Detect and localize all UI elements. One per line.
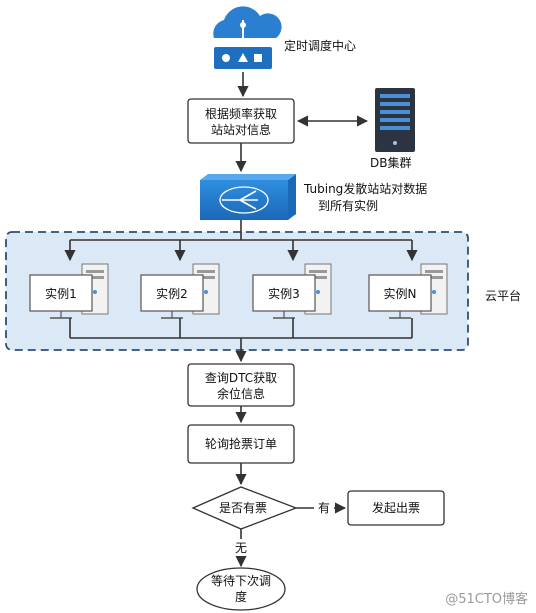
instance-n-label: 实例N (384, 286, 417, 301)
fetch-station-pairs-line2: 站站对信息 (211, 122, 271, 137)
instance-3: 实例3 (252, 263, 332, 319)
cloud-scheduler-icon (213, 6, 282, 69)
scheduler-label: 定时调度中心 (284, 38, 356, 53)
tubing-switch-icon (200, 174, 296, 220)
db-cluster-label: DB集群 (370, 155, 411, 170)
wait-next-line2: 度 (235, 589, 247, 604)
issue-ticket-label: 发起出票 (372, 500, 420, 515)
fetch-station-pairs-line1: 根据频率获取 (205, 106, 277, 121)
cloud-platform-group (5, 231, 469, 351)
instance-1-label: 实例1 (45, 286, 77, 301)
query-dtc-line2: 余位信息 (217, 386, 265, 401)
instance-3-label: 实例3 (268, 286, 300, 301)
tubing-broadcast-line1: Tubing发散站站对数据 (303, 181, 427, 196)
instance-2-label: 实例2 (156, 286, 188, 301)
wait-next-terminal (196, 567, 286, 611)
instance-2: 实例2 (140, 263, 220, 319)
no-label: 无 (235, 541, 247, 555)
issue-ticket-box (347, 490, 445, 526)
db-server-icon (375, 88, 415, 152)
poll-orders-label: 轮询抢票订单 (205, 436, 277, 451)
instance-n: 实例N (368, 263, 448, 319)
has-ticket-label: 是否有票 (219, 501, 267, 515)
instance-1: 实例1 (29, 263, 109, 319)
query-dtc-line1: 查询DTC获取 (205, 371, 277, 385)
watermark: @51CTO博客 (445, 592, 528, 607)
yes-label: 有 (318, 501, 330, 515)
cloud-platform-label: 云平台 (485, 288, 521, 303)
wait-next-line1: 等待下次调 (211, 574, 271, 588)
tubing-broadcast-line2: 到所有实例 (318, 198, 378, 213)
